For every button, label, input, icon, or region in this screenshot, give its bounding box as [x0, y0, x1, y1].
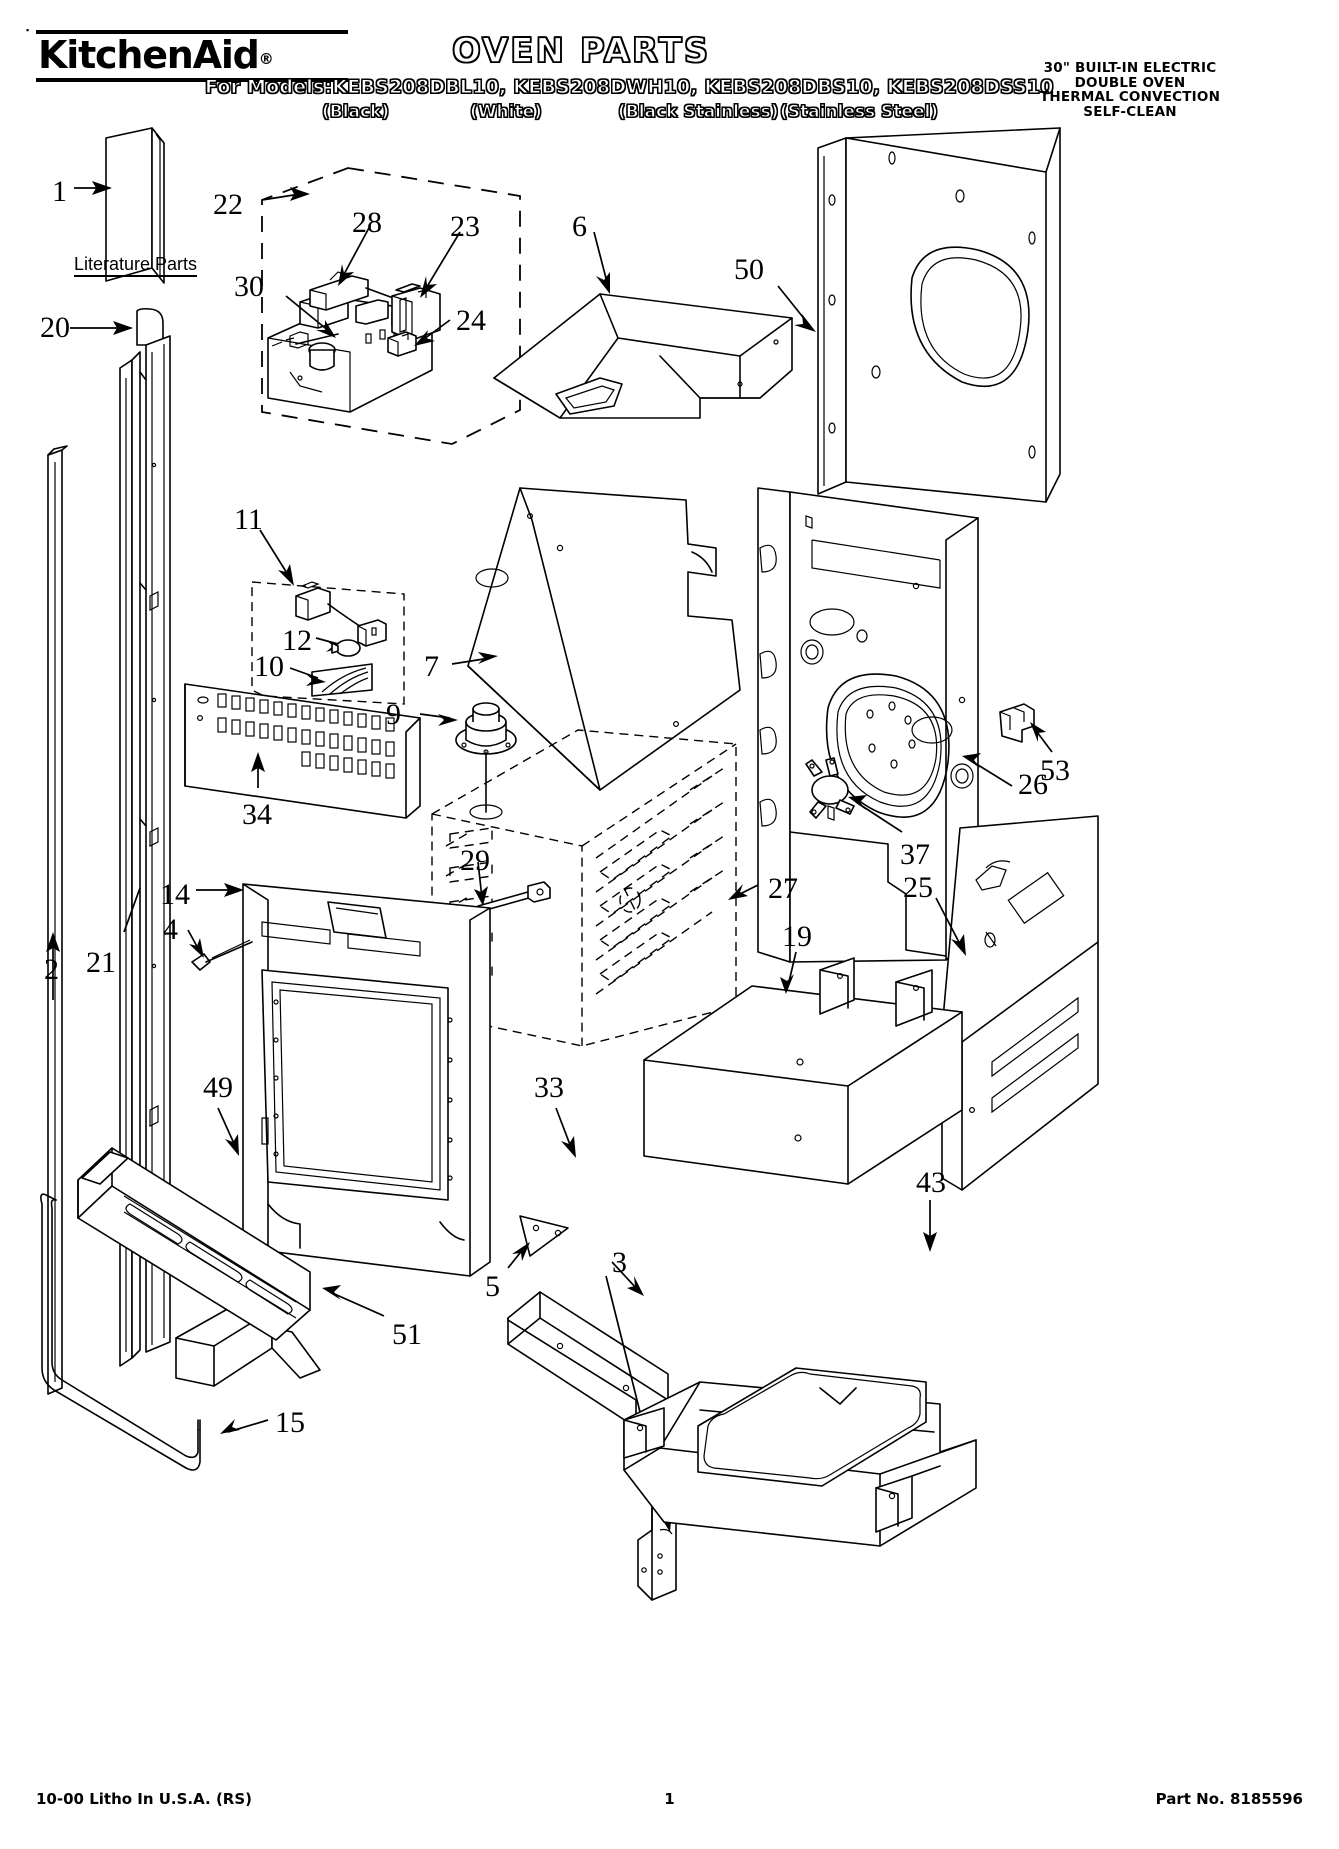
- callout-number-5: 5: [485, 1270, 500, 1303]
- part-6-upper-duct: [493, 293, 793, 419]
- part-49-door-trim-rail: [175, 1283, 321, 1387]
- spec-line-1: 30" BUILT-IN ELECTRIC: [1043, 60, 1217, 76]
- finish-black-stainless: (Black Stainless): [617, 102, 779, 122]
- registered-trademark-icon: ®: [258, 50, 274, 68]
- part-33-bottom-rail: [507, 1291, 669, 1435]
- callout-number-49: 49: [203, 1071, 233, 1104]
- callout-number-14: 14: [160, 878, 190, 911]
- callout-number-9: 9: [386, 698, 401, 731]
- part-2-trim-strip: [47, 445, 68, 1395]
- part-34-vent-grille: [184, 683, 421, 819]
- callout-number-15: 15: [275, 1406, 305, 1439]
- part-10-lamp-bulb: [311, 639, 373, 697]
- part-7-cavity-top: [467, 487, 741, 791]
- callout-number-21: 21: [86, 946, 116, 979]
- callout-number-29: 29: [460, 844, 490, 877]
- callout-number-28: 28: [352, 206, 382, 239]
- corner-mark: ▪: [26, 25, 30, 35]
- callout-number-27: 27: [768, 872, 798, 905]
- callout-number-25: 25: [903, 871, 933, 904]
- part-30-control-board: [267, 291, 433, 413]
- callout-number-3: 3: [612, 1246, 627, 1279]
- kitchenaid-logo: KitchenAid®: [38, 36, 274, 74]
- part-23-relay: [391, 283, 441, 344]
- brand-rule-top: [36, 30, 348, 34]
- part-14-oven-front-frame: [242, 883, 491, 1277]
- callout-number-11: 11: [234, 503, 263, 536]
- callout-number-4: 4: [163, 913, 178, 946]
- brand-name: KitchenAid: [38, 33, 260, 77]
- part-43-base-pan: [623, 1367, 977, 1547]
- oven-rear-panel: [845, 127, 1061, 503]
- callout-number-37: 37: [900, 838, 930, 871]
- footer-page-number: 1: [664, 1790, 675, 1808]
- callout-number-26: 26: [1018, 768, 1048, 801]
- finish-black: (Black): [321, 102, 390, 122]
- part-50-rear-bracket: [817, 137, 847, 495]
- spec-block: 30" BUILT-IN ELECTRIC DOUBLE OVEN THERMA…: [930, 60, 1330, 120]
- callout-number-6: 6: [572, 210, 587, 243]
- part-24-connector: [387, 331, 417, 357]
- callout-number-22: 22: [213, 188, 243, 221]
- spec-line-4: SELF-CLEAN: [1083, 103, 1177, 120]
- group-11-dashed-boundary: [251, 581, 405, 705]
- footer-part-number: Part No. 8185596: [1155, 1790, 1303, 1808]
- brand-rule-bottom: [36, 78, 348, 82]
- callout-number-34: 34: [242, 798, 272, 831]
- callout-number-2: 2: [44, 953, 59, 986]
- part-25-inner-door-panel: [941, 815, 1099, 1191]
- callout-number-51: 51: [392, 1318, 422, 1351]
- part-53-clip: [999, 703, 1035, 743]
- callout-number-30: 30: [234, 270, 264, 303]
- callout-number-10: 10: [254, 650, 284, 683]
- part-3-angle-bracket: [637, 1485, 677, 1601]
- callout-number-43: 43: [916, 1166, 946, 1199]
- callout-number-50: 50: [734, 253, 764, 286]
- part-15-door-gasket: [40, 1193, 201, 1471]
- part-27-oven-cavity: [431, 729, 737, 1047]
- page-title: OVEN PARTS: [451, 31, 711, 71]
- part-4-screw: [191, 939, 253, 971]
- callout-number-12: 12: [282, 624, 312, 657]
- callout-number-20: 20: [40, 311, 70, 344]
- part-9-fan-motor: [455, 702, 517, 820]
- callout-number-33: 33: [534, 1071, 564, 1104]
- part-21-side-trim: [119, 335, 171, 1367]
- part-28-switch: [309, 271, 405, 311]
- callout-number-24: 24: [456, 304, 486, 337]
- callout-number-1: 1: [52, 175, 67, 208]
- callout-number-23: 23: [450, 210, 480, 243]
- callout-number-19: 19: [782, 920, 812, 953]
- spec-line-3: THERMAL CONVECTION: [1039, 89, 1221, 105]
- part-37-thermal-limiter: [805, 757, 855, 819]
- spec-line-2: DOUBLE OVEN: [1074, 74, 1186, 91]
- finish-stainless-steel: (Stainless Steel): [779, 102, 939, 122]
- part-19-bottom-shelf: [643, 957, 963, 1185]
- part-51-outer-door-panel: [77, 1147, 311, 1341]
- callout-number-53: 53: [1040, 754, 1070, 787]
- models-line: For Models:KEBS208DBL10, KEBS208DWH10, K…: [204, 76, 1054, 98]
- literature-parts-label: Literature Parts: [74, 255, 198, 277]
- part-20-end-cap: [136, 307, 164, 346]
- part-5-gusset-bracket: [519, 1215, 569, 1257]
- part-29-element-rod: [477, 881, 551, 911]
- finish-white: (White): [470, 102, 543, 122]
- callout-number-7: 7: [424, 650, 439, 683]
- footer-litho-code: 10-00 Litho In U.S.A. (RS): [36, 1790, 253, 1808]
